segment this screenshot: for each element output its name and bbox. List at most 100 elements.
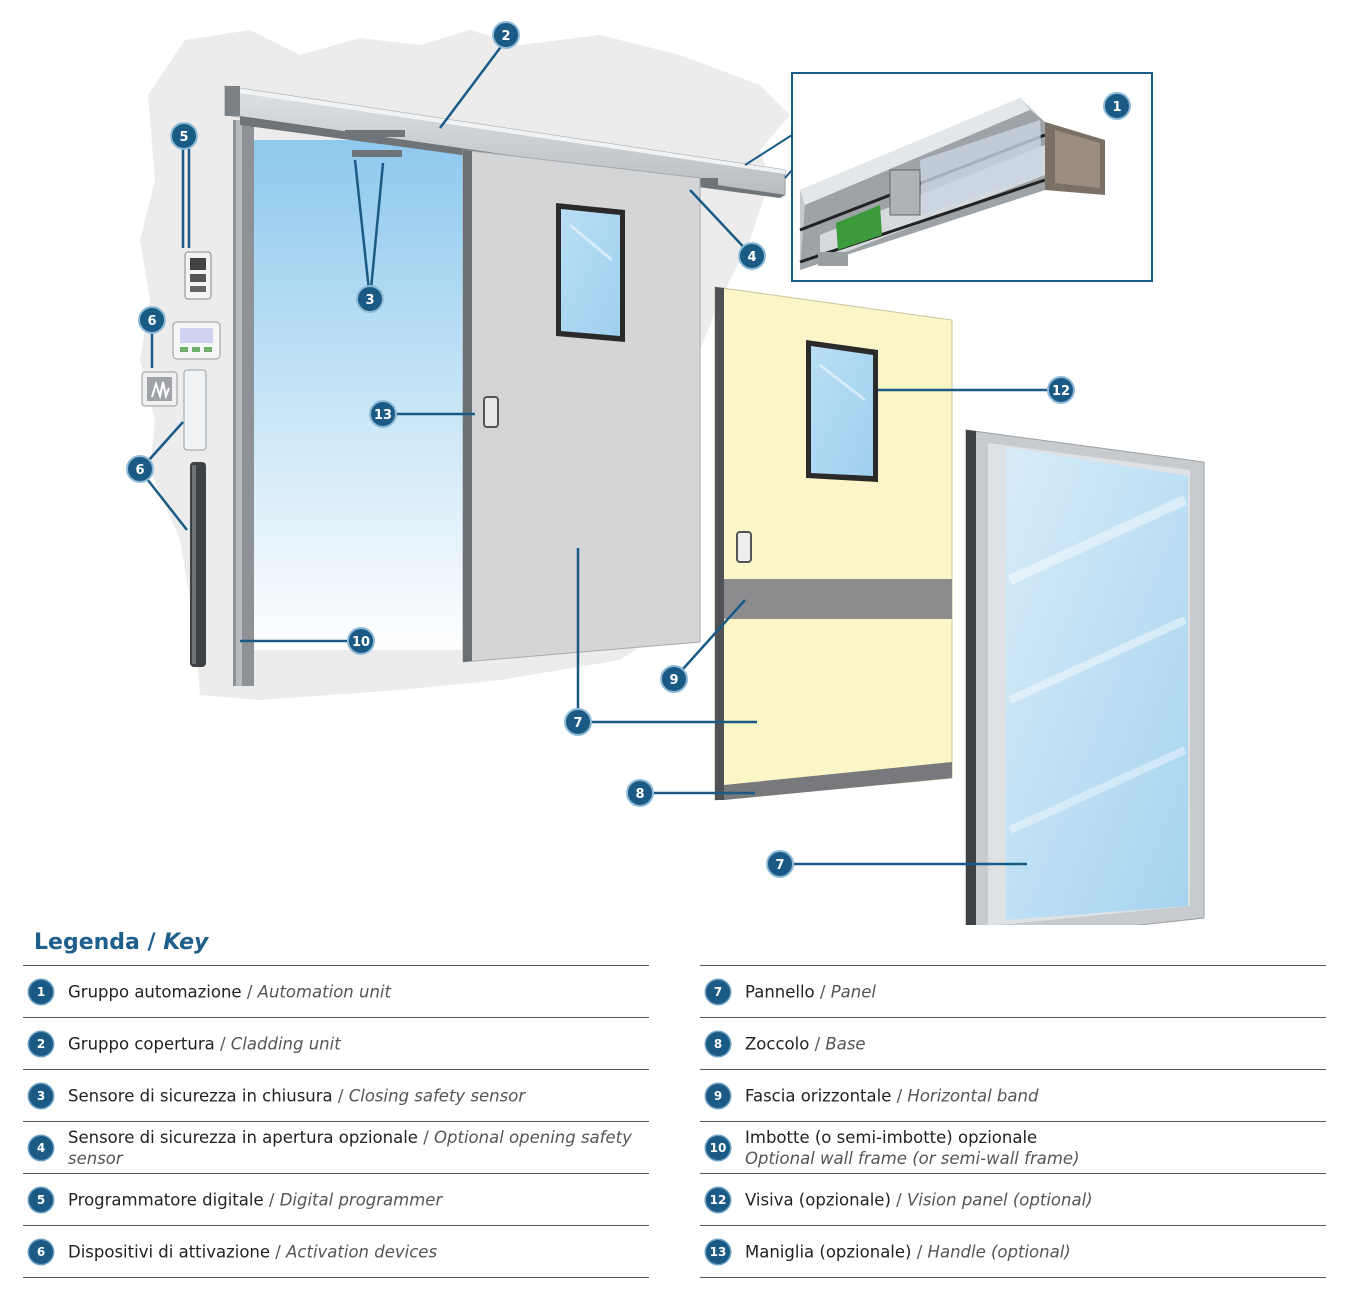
legend-badge: 6 — [29, 1239, 53, 1264]
legend-en: Handle (optional) — [927, 1242, 1071, 1261]
legend-sep: / — [214, 1034, 231, 1053]
svg-text:9: 9 — [669, 673, 678, 688]
legend-text: Gruppo automazione / Automation unit — [68, 981, 643, 1002]
legend-sep: / — [890, 1190, 907, 1209]
legend-row: 9 Fascia orizzontale / Horizontal band — [700, 1070, 1326, 1122]
callout-7-panel: 7 — [564, 708, 592, 736]
legend-badge: 1 — [29, 979, 53, 1004]
legend-row: 2 Gruppo copertura / Cladding unit — [23, 1018, 649, 1070]
legend-row: 13 Maniglia (opzionale) / Handle (option… — [700, 1226, 1326, 1278]
legend-en: Closing safety sensor — [348, 1086, 526, 1105]
legend-en: Horizontal band — [907, 1086, 1039, 1105]
panel-base — [724, 762, 952, 800]
legend-left-column: 1 Gruppo automazione / Automation unit 2… — [23, 965, 649, 1278]
legend-text: Programmatore digitale / Digital program… — [68, 1189, 643, 1210]
legend-text: Visiva (opzionale) / Vision panel (optio… — [745, 1189, 1320, 1210]
svg-text:6: 6 — [147, 314, 156, 329]
door-opening-glass — [254, 140, 466, 650]
legend-it: Gruppo automazione — [68, 982, 242, 1001]
legend-en: Digital programmer — [279, 1190, 443, 1209]
panel-handle — [736, 531, 752, 563]
legend-sep: / — [891, 1086, 908, 1105]
legend-en: Panel — [830, 982, 876, 1001]
legend-text: Sensore di sicurezza in chiusura / Closi… — [68, 1085, 643, 1106]
legend-row: 1 Gruppo automazione / Automation unit — [23, 966, 649, 1018]
legend-it: Imbotte (o semi-imbotte) opzionale — [745, 1127, 1038, 1147]
legend-it: Zoccolo — [745, 1034, 810, 1053]
callout-1: 1 — [1103, 92, 1131, 120]
legend-sep: / — [417, 1127, 435, 1147]
legend-right-column: 7 Pannello / Panel 8 Zoccolo / Base 9 Fa… — [700, 965, 1326, 1278]
svg-text:3: 3 — [365, 293, 374, 308]
svg-text:6: 6 — [135, 463, 144, 478]
legend-sep: / — [332, 1086, 349, 1105]
callout-10: 10 — [347, 627, 375, 655]
legend-it: Fascia orizzontale — [745, 1086, 892, 1105]
legend-it: Programmatore digitale — [68, 1190, 264, 1209]
legend-badge: 8 — [706, 1031, 730, 1056]
callout-7-glass: 7 — [766, 850, 794, 878]
legend-text: Dispositivi di attivazione / Activation … — [68, 1241, 643, 1262]
callout-5: 5 — [170, 122, 198, 150]
door-handle — [483, 396, 499, 428]
legend-text: Zoccolo / Base — [745, 1033, 1320, 1054]
legend-badge: 5 — [29, 1187, 53, 1212]
legend-row: 5 Programmatore digitale / Digital progr… — [23, 1174, 649, 1226]
legend-row: 12 Visiva (opzionale) / Vision panel (op… — [700, 1174, 1326, 1226]
legend-row: 7 Pannello / Panel — [700, 966, 1326, 1018]
legend-title-en: Key — [163, 930, 209, 955]
svg-text:1: 1 — [1112, 100, 1121, 115]
legend-sep: / — [263, 1190, 280, 1209]
legend-en: Base — [825, 1034, 866, 1053]
legend-en: Activation devices — [286, 1242, 438, 1261]
legend-en: Optional opening safety sensor — [68, 1127, 632, 1168]
legend-it: Pannello — [745, 982, 815, 1001]
callout-2: 2 — [492, 21, 520, 49]
legend-sep: / — [911, 1242, 928, 1261]
legend-badge: 9 — [706, 1083, 730, 1108]
legend-it: Gruppo copertura — [68, 1034, 215, 1053]
legend-badge: 7 — [706, 979, 730, 1004]
legend-en: Automation unit — [257, 982, 391, 1001]
legend-it: Sensore di sicurezza in apertura opziona… — [68, 1127, 418, 1147]
svg-text:10: 10 — [352, 635, 370, 650]
legend-title-sep: / — [147, 930, 156, 955]
legend-row: 6 Dispositivi di attivazione / Activatio… — [23, 1226, 649, 1278]
legend-sep: / — [241, 982, 258, 1001]
legend-badge: 2 — [29, 1031, 53, 1056]
svg-text:8: 8 — [635, 787, 644, 802]
legend-text: Pannello / Panel — [745, 981, 1320, 1002]
legend-badge: 4 — [29, 1135, 53, 1160]
legend-it: Dispositivi di attivazione — [68, 1242, 271, 1261]
callout-3: 3 — [356, 285, 384, 313]
legend-en: Optional wall frame (or semi-wall frame) — [745, 1148, 1080, 1168]
legend-text: Maniglia (opzionale) / Handle (optional) — [745, 1241, 1320, 1262]
svg-text:7: 7 — [573, 716, 582, 731]
callout-6-top: 6 — [138, 306, 166, 334]
legend-sep: / — [270, 1242, 287, 1261]
callout-13: 13 — [369, 400, 397, 428]
svg-text:5: 5 — [179, 130, 188, 145]
closing-safety-sensor — [345, 130, 405, 137]
legend-en: Cladding unit — [230, 1034, 341, 1053]
legend-en: Vision panel (optional) — [906, 1190, 1093, 1209]
legend-text: Gruppo copertura / Cladding unit — [68, 1033, 643, 1054]
legend-badge: 13 — [706, 1239, 730, 1264]
svg-text:4: 4 — [747, 250, 756, 265]
legend-badge: 3 — [29, 1083, 53, 1108]
svg-text:12: 12 — [1052, 384, 1070, 399]
callout-4: 4 — [738, 242, 766, 270]
legend-row: 4 Sensore di sicurezza in apertura opzio… — [23, 1122, 649, 1174]
legend-text: Sensore di sicurezza in apertura opziona… — [68, 1127, 643, 1169]
callout-8: 8 — [626, 779, 654, 807]
legend-it: Sensore di sicurezza in chiusura — [68, 1086, 333, 1105]
legend-badge: 10 — [706, 1135, 730, 1160]
callout-12: 12 — [1047, 376, 1075, 404]
callout-9: 9 — [660, 665, 688, 693]
push-plate — [183, 369, 207, 451]
legend-title: Legenda / Key — [34, 930, 208, 955]
svg-text:13: 13 — [374, 408, 392, 423]
legend-text: Fascia orizzontale / Horizontal band — [745, 1085, 1320, 1106]
